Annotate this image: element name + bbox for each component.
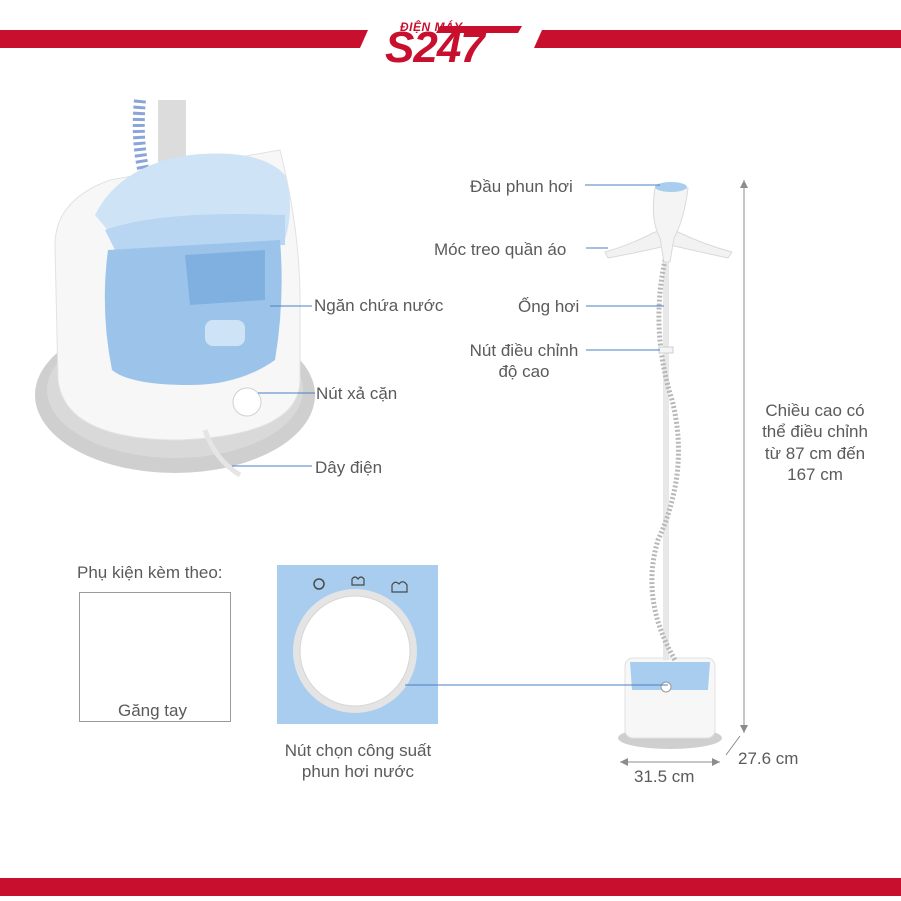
label-adjustable-height: Chiều cao có thể điều chỉnh từ 87 cm đến… — [762, 401, 868, 484]
logo-main-text: S247 — [385, 23, 485, 72]
full-steamer — [604, 182, 733, 749]
label-water-tank: Ngăn chứa nước — [314, 296, 444, 315]
accessory-box — [79, 592, 231, 722]
label-steam-head: Đầu phun hơi — [470, 177, 573, 196]
label-drain-button: Nút xả cặn — [316, 384, 398, 403]
label-width: 31.5 cm — [634, 767, 695, 786]
label-hanger: Móc treo quần áo — [434, 240, 567, 259]
label-glove: Găng tay — [118, 701, 187, 720]
power-selector-panel — [277, 565, 438, 724]
label-power-selector: Nút chọn công suất phun hơi nước — [284, 741, 432, 782]
label-accessories-heading: Phụ kiện kèm theo: — [77, 563, 223, 582]
power-dial — [293, 576, 417, 713]
top-band-shape — [0, 26, 901, 48]
label-height-adjust: Nút điều chỉnh độ cao — [469, 341, 579, 382]
low-steam-icon — [351, 576, 365, 586]
base-closeup — [35, 99, 315, 478]
bottom-band — [0, 878, 901, 896]
label-depth: 27.6 cm — [738, 749, 799, 768]
high-steam-icon — [391, 581, 408, 593]
off-icon — [313, 578, 325, 590]
label-power-cord: Dây điện — [315, 458, 383, 477]
label-steam-hose: Ống hơi — [518, 297, 580, 316]
logo-top-text: ĐIỆN MÁY — [400, 20, 463, 34]
